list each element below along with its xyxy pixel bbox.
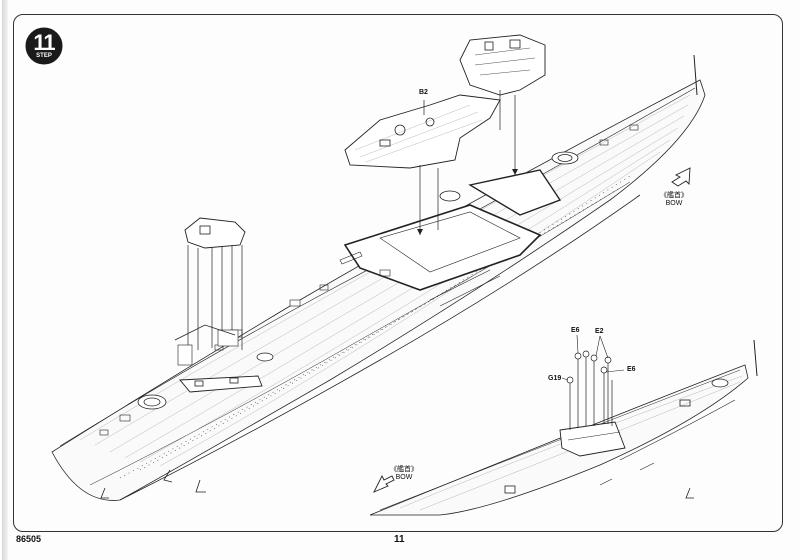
part-label-e2: E2 <box>595 328 604 335</box>
step-badge-circle <box>25 27 63 65</box>
kit-code: 86505 <box>16 534 42 544</box>
bow-label-lower-en: BOW <box>395 474 413 481</box>
step-number: 11 <box>33 30 55 55</box>
part-label-g19: G19 <box>548 375 562 382</box>
deck-b2-part <box>344 94 501 169</box>
bow-arrow-upper <box>671 167 691 187</box>
part-label-e6-right: E6 <box>627 366 636 373</box>
part-label-b2: B2 <box>419 89 428 96</box>
page-frame <box>13 14 783 532</box>
page-number: 11 <box>394 534 405 545</box>
bow-label-upper-en: BOW <box>665 200 683 207</box>
bridge-part <box>184 217 246 249</box>
bridge-deck-plate <box>179 375 263 393</box>
main-deck-edge <box>59 87 696 447</box>
binding-shadow <box>2 0 8 560</box>
step-badge: 11 STEP <box>24 26 64 66</box>
step-word: STEP <box>36 53 52 59</box>
bow-label-upper-cn: 《艦首》 <box>660 192 688 199</box>
part-label-e6-top: E6 <box>571 327 580 334</box>
main-hull-side <box>119 194 641 501</box>
bow-label-lower: 《艦首》 BOW <box>382 466 426 482</box>
deck-cutout <box>343 204 542 291</box>
second-hull-outline <box>369 364 749 516</box>
superstructure-part <box>459 34 546 96</box>
bow-arrow-lower <box>373 474 395 493</box>
bow-label-upper: 《艦首》 BOW <box>652 192 696 208</box>
bow-label-lower-cn: 《艦首》 <box>390 466 418 473</box>
funnel-base <box>559 421 626 457</box>
